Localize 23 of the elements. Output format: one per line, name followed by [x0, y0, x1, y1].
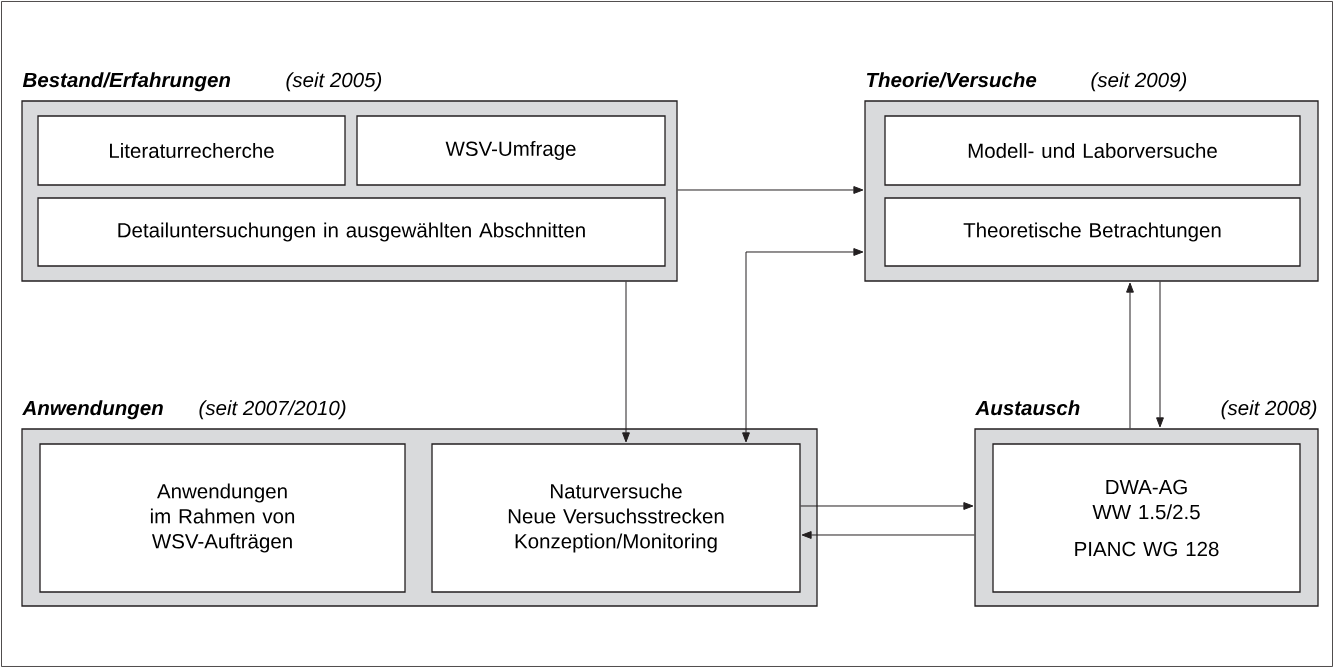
arrow [1126, 282, 1134, 429]
node-label: (seit 2008) [1221, 400, 1317, 420]
process-box: WSV-Umfrage [356, 115, 666, 186]
node-label: (seit 2009) [1091, 72, 1187, 92]
arrow [622, 281, 630, 443]
arrow [801, 531, 975, 539]
arrow [1156, 281, 1164, 428]
node-label: Bestand/Erfahrungen [22, 72, 231, 92]
process-box: Naturversuche Neue Versuchsstrecken Konzeption/Monitoring [431, 443, 801, 593]
arrow [677, 186, 864, 194]
process-box: Modell- und Laborversuche [884, 115, 1301, 186]
node-label: Austausch [975, 400, 1080, 416]
arrow [800, 502, 974, 510]
process-box: Literaturrecherche [37, 115, 346, 186]
process-box: Anwendungen im Rahmen von WSV-Aufträgen [39, 443, 406, 593]
process-box: DWA-AG WW 1.5/2.5 PIANC WG 128 [992, 443, 1301, 593]
node-label: (seit 2005) [286, 72, 382, 92]
process-box: Theoretische Betrachtungen [884, 197, 1301, 267]
process-box: Detailuntersuchungen in ausgewählten Abschnitten [37, 197, 666, 267]
node-label: Anwendungen [22, 400, 163, 420]
arrow [742, 248, 864, 443]
node-label: (seit 2007/2010) [199, 400, 346, 420]
node-label: Theorie/Versuche [866, 72, 1037, 88]
